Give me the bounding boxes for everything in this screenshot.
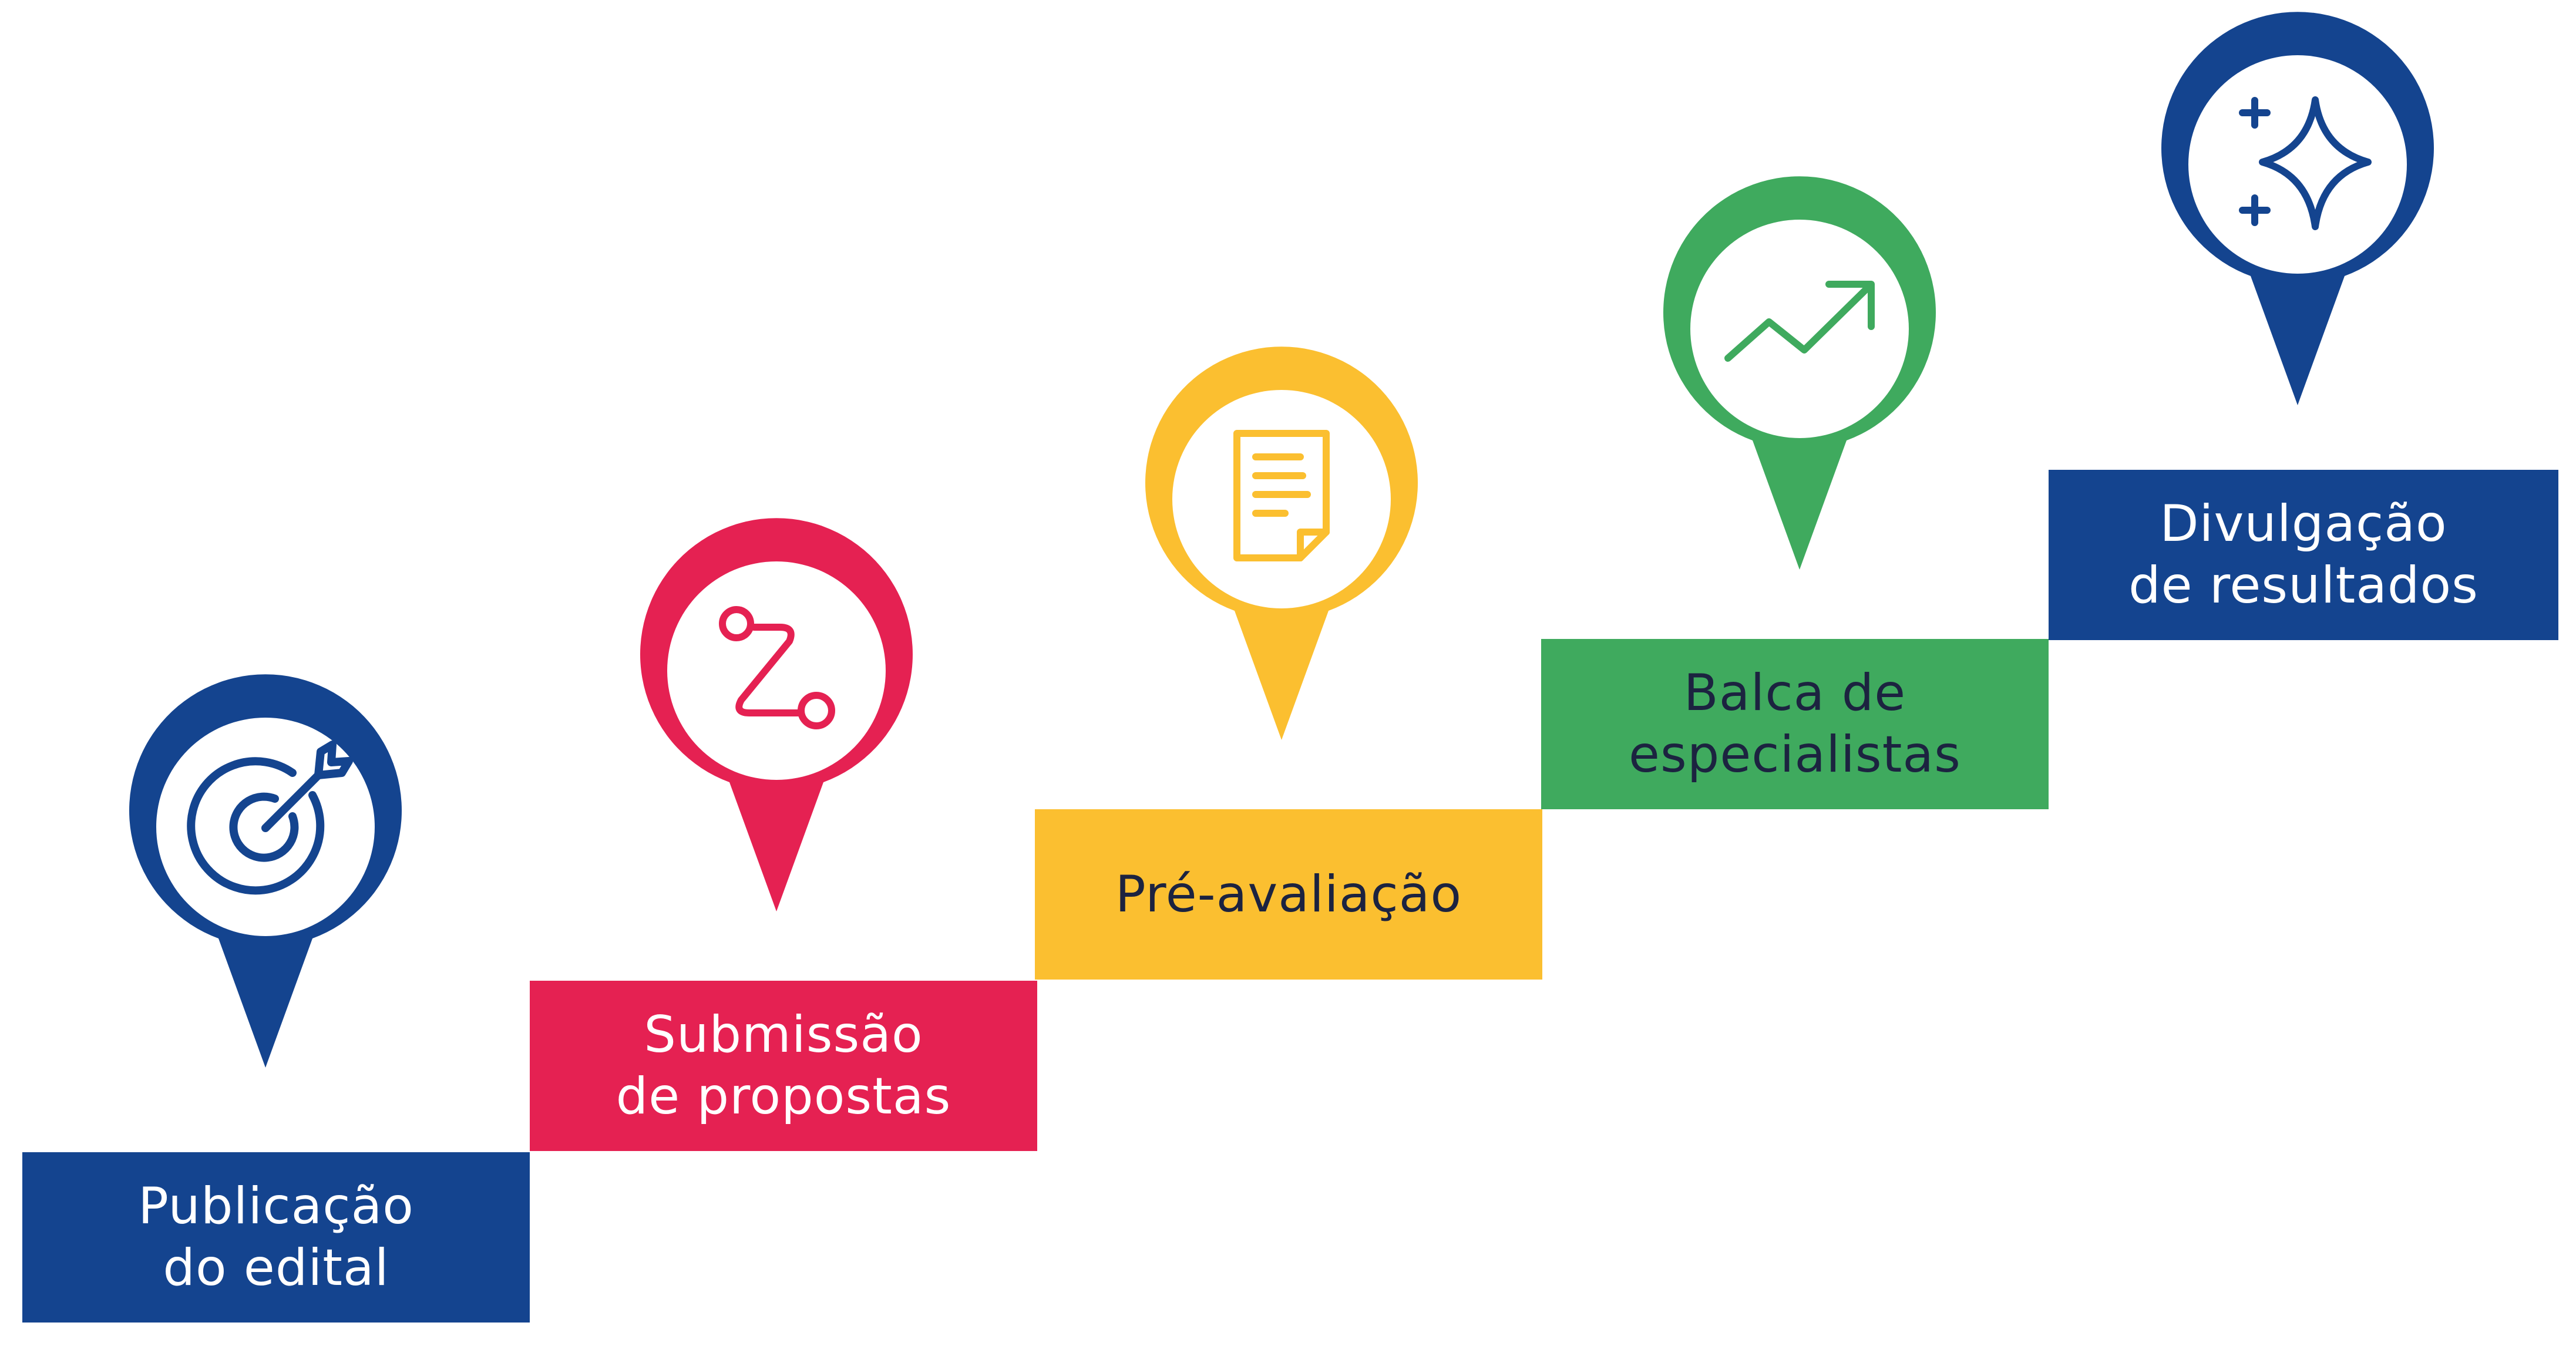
- step-label-publicacao: Publicação do edital: [138, 1177, 414, 1297]
- pin-divulgacao: [2157, 12, 2439, 411]
- step-label-divulgacao: Divulgação de resultados: [2128, 494, 2479, 615]
- pin-submissao: [635, 518, 917, 917]
- step-label-pre-avaliacao: Pré-avaliação: [1115, 864, 1462, 924]
- target-arrow-icon: [187, 741, 353, 895]
- step-box-publicacao: Publicação do edital: [22, 1152, 530, 1323]
- sparkle-icon: [2239, 96, 2372, 230]
- step-box-banca: Balca de especialistas: [1541, 639, 2049, 809]
- step-box-divulgacao: Divulgação de resultados: [2049, 470, 2558, 640]
- pin-publicacao: [125, 674, 406, 1074]
- step-box-submissao: Submissão de propostas: [530, 981, 1037, 1151]
- trend-up-icon: [1724, 281, 1875, 362]
- document-icon: [1233, 430, 1330, 561]
- pin-banca: [1659, 176, 1941, 576]
- step-label-banca: Balca de especialistas: [1629, 664, 1961, 784]
- pin-publicacao-graphic: [129, 674, 402, 1068]
- step-label-submissao: Submissão de propostas: [616, 1005, 951, 1126]
- step-box-pre-avaliacao: Pré-avaliação: [1035, 809, 1542, 980]
- pin-submissao-graphic: [640, 518, 913, 911]
- pin-pre-avaliacao: [1141, 346, 1422, 746]
- route-icon: [719, 606, 835, 729]
- pin-pre-avaliacao-graphic: [1145, 346, 1418, 740]
- pin-divulgacao-graphic: [2161, 12, 2434, 405]
- pin-banca-graphic: [1663, 176, 1936, 570]
